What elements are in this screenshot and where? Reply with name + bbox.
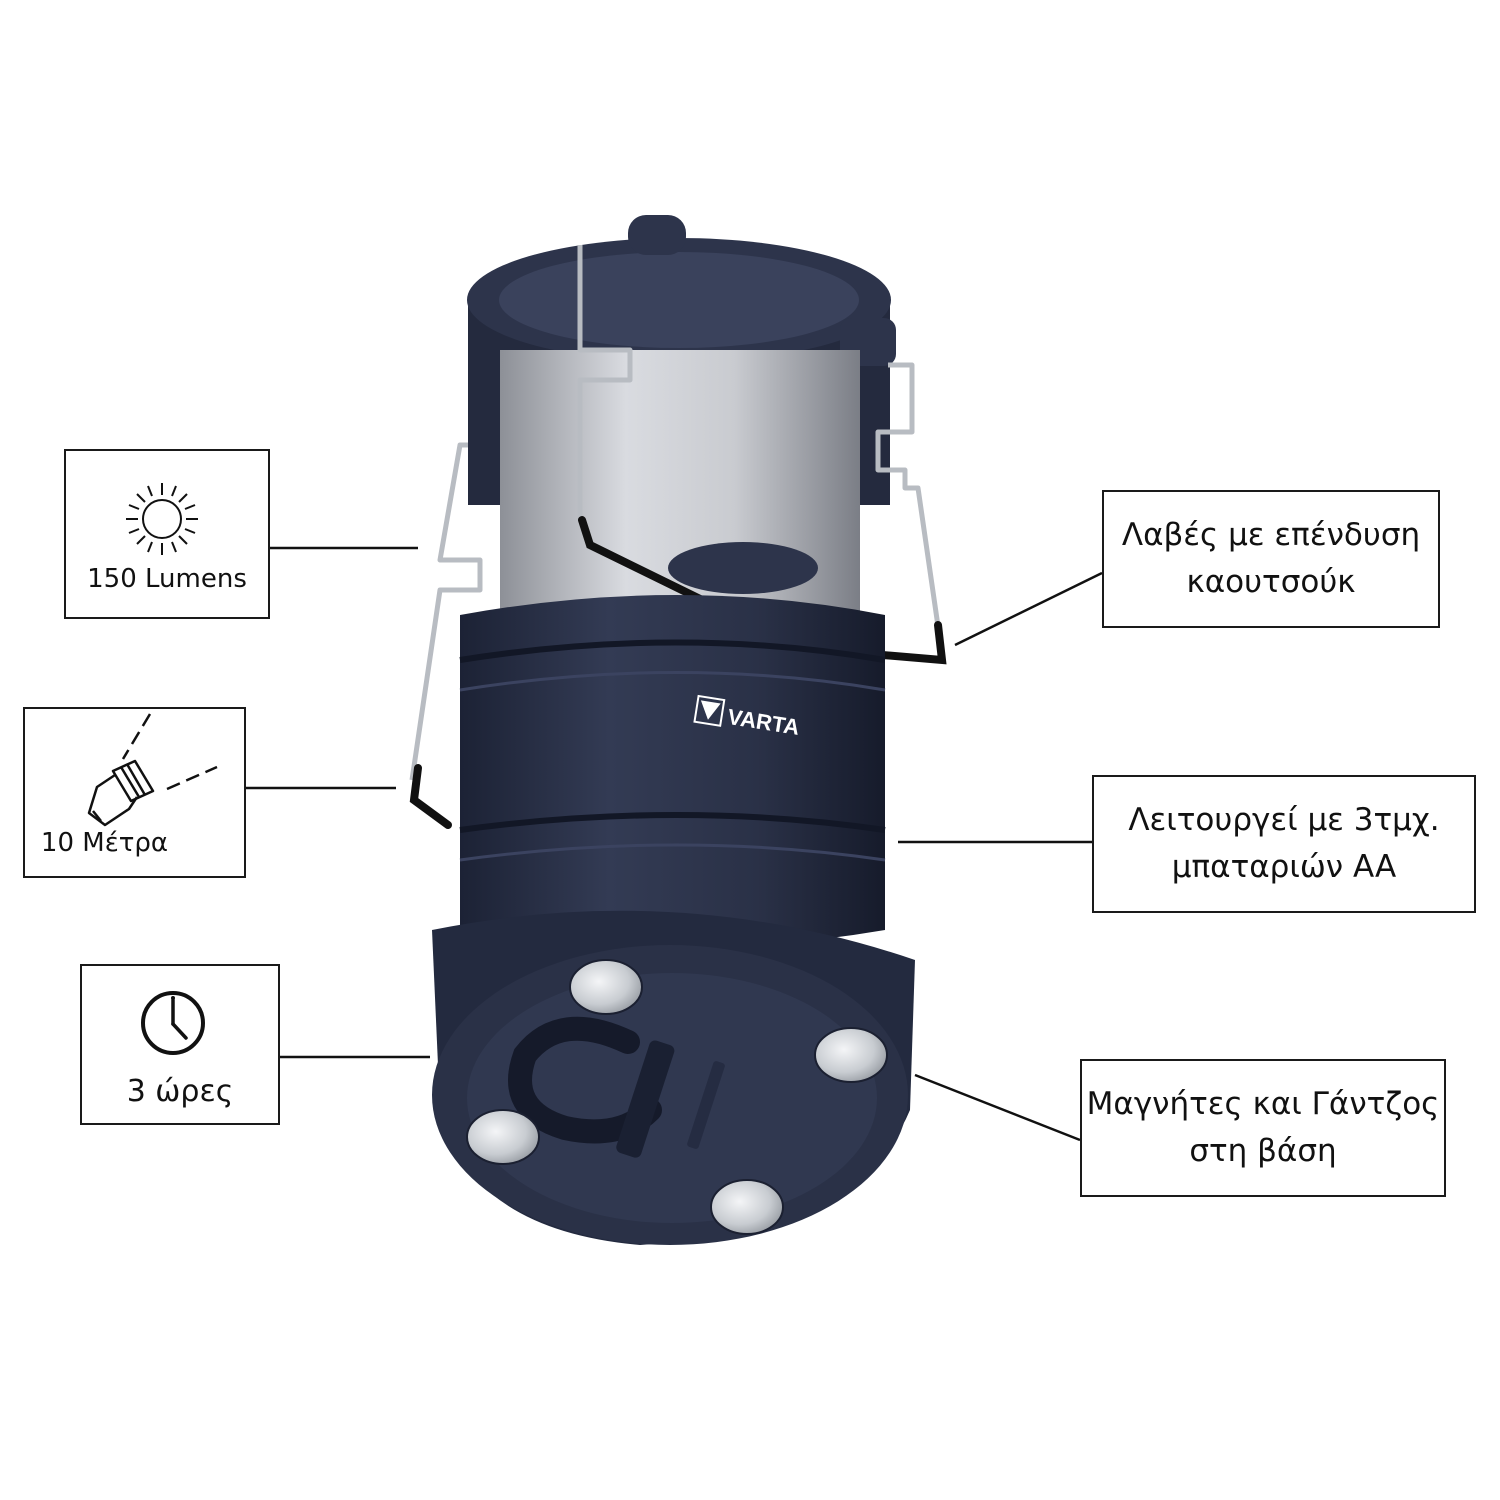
magnet <box>710 1179 784 1235</box>
flashlight-beam-icon <box>87 713 218 827</box>
feature-label: 150 Lumens <box>87 564 247 594</box>
magnet <box>466 1109 540 1165</box>
leader-lines <box>246 546 1103 1142</box>
callout-line: Λαβές με επένδυση <box>1121 516 1421 553</box>
hook-icon <box>508 1016 725 1158</box>
feature-box-runtime: 3 ώρες <box>80 964 280 1125</box>
callout-box-handles: Λαβές με επένδυση καουτσούκ <box>1102 490 1440 628</box>
callout-line: μπαταριών AA <box>1171 849 1397 885</box>
magnet <box>814 1027 888 1083</box>
lantern-diffuser <box>500 350 860 640</box>
lantern-body <box>459 595 886 948</box>
leader-line <box>914 1073 1081 1142</box>
sun-icon <box>126 483 198 555</box>
clock-icon <box>141 991 205 1055</box>
leader-line <box>954 571 1103 647</box>
magnet <box>569 959 643 1015</box>
feature-label: 10 Μέτρα <box>40 828 169 858</box>
magnet-group <box>466 959 888 1235</box>
lantern-handles <box>409 245 943 781</box>
callout-line: Λειτουργεί με 3τμχ. <box>1128 801 1440 838</box>
callout-line: Μαγνήτες και Γάντζος <box>1086 1085 1440 1122</box>
callout-line: στη βάση <box>1189 1133 1337 1169</box>
callout-box-base: Μαγνήτες και Γάντζος στη βάση <box>1080 1059 1446 1197</box>
feature-box-brightness: 150 Lumens <box>64 449 270 619</box>
callout-line: καουτσούκ <box>1186 564 1356 600</box>
feature-box-range: 10 Μέτρα <box>23 707 246 878</box>
feature-label: 3 ώρες <box>126 1074 234 1109</box>
callout-box-batteries: Λειτουργεί με 3τμχ. μπαταριών AA <box>1092 775 1476 913</box>
